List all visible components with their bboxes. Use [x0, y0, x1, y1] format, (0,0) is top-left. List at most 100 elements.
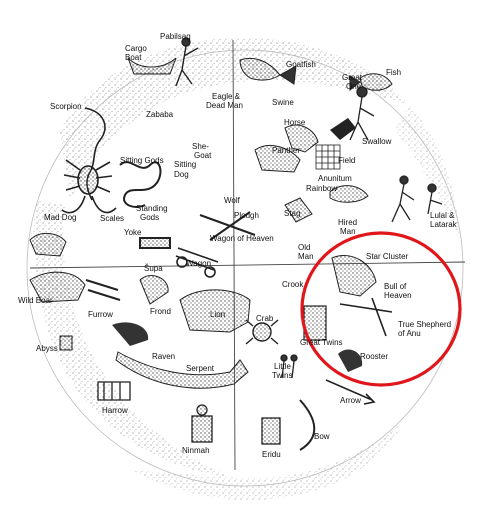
label-little-twins-line1: Little [274, 362, 291, 371]
label-great-one-line2: One [346, 82, 362, 91]
label-yoke: Yoke [124, 228, 142, 237]
label-serpent: Serpent [186, 364, 215, 373]
raven-figure [112, 322, 149, 346]
label-swallow: Swallow [362, 137, 392, 146]
arrow-figure [325, 379, 376, 405]
label-zababa: Zababa [146, 110, 174, 119]
label-goatfish: Goatfish [286, 60, 316, 69]
plough-figure [199, 211, 256, 241]
label-bull-of-heaven-line1: Bull of [384, 282, 407, 291]
abyss-figure [59, 335, 73, 351]
label-dog: Dog [174, 170, 189, 179]
label-frond: Frond [150, 307, 171, 316]
label-panther: Panther [272, 146, 301, 155]
lulal-latarak-figure [391, 175, 443, 223]
label-fish: Fish [386, 68, 402, 77]
label-wild-boar: Wild Boar [18, 296, 53, 305]
label-arrow: Arrow [340, 396, 361, 405]
furrow-figure [85, 279, 121, 301]
wild-boar-figure [29, 271, 86, 303]
label-true-shepherd-line2: of Anu [398, 329, 421, 338]
label-sitting: Sitting [174, 160, 197, 169]
bull-of-heaven-figure [331, 254, 377, 297]
highlight-circle [300, 231, 462, 387]
wagon-figure [175, 247, 219, 278]
label-anunitum: Anunitum [318, 174, 352, 183]
label-field: Field [338, 156, 356, 165]
lion-figure [179, 289, 251, 333]
label-hired-man-line1: Hired [338, 218, 358, 227]
serpent-figure [115, 351, 249, 389]
label-true-shepherd-line1: True Shepherd [398, 320, 452, 329]
label-ninmah: Ninmah [182, 446, 210, 455]
goatfish-figure [239, 57, 297, 85]
label-wagon-of-heaven: Wagon of Heaven [210, 234, 274, 243]
label-pabilsag: Pabilsag [160, 32, 191, 41]
scorpion-figure [61, 107, 117, 214]
label-standing-gods-line2: Gods [140, 213, 160, 222]
fish-figure [349, 73, 393, 92]
label-standing-gods-line1: Standing [136, 204, 168, 213]
label-plough: Plough [234, 211, 259, 220]
label-crook: Crook [282, 280, 304, 289]
label-great-twins: Great Twins [300, 338, 343, 347]
bow-figure [299, 399, 316, 451]
label-stag: Stag [284, 209, 301, 218]
label-lulal-latarak-line2: Latarak [430, 220, 457, 229]
label-supa: Šupa [144, 264, 163, 273]
label-lulal-latarak-line1: Lulal & [430, 211, 455, 220]
label-abyss: Abyss [36, 344, 58, 353]
label-sitting-gods: Sitting Gods [120, 156, 164, 165]
label-little-twins-line2: Twins [272, 371, 293, 380]
label-wagon: Wagon [186, 259, 212, 268]
little-twins-figure [280, 354, 298, 379]
label-bow: Bow [314, 432, 330, 441]
label-old-man-line1: Old [298, 243, 311, 252]
harrow-figure [97, 381, 131, 401]
label-eagle-dead-man-line1: Eagle & [212, 92, 241, 101]
anunitum-figure [329, 185, 369, 203]
stag-figure [284, 197, 313, 223]
stippled-ring [33, 37, 460, 500]
panther-figure [254, 145, 301, 173]
label-wolf: Wolf [224, 196, 240, 205]
quadrant-lines [29, 39, 466, 471]
label-rooster: Rooster [360, 352, 389, 361]
pabilsag-figure [175, 37, 199, 87]
label-rainbow: Rainbow [306, 184, 338, 193]
label-swine: Swine [272, 98, 294, 107]
true-shepherd-figure [339, 297, 393, 337]
label-raven: Raven [152, 352, 176, 361]
outer-circle [26, 49, 464, 487]
label-bull-of-heaven-line2: Heaven [384, 291, 412, 300]
label-mad-dog: Mad Dog [44, 213, 77, 222]
rooster-figure [338, 349, 363, 372]
label-horse: Horse [284, 118, 306, 127]
label-star-cluster: Star Cluster [366, 252, 409, 261]
label-old-man-line2: Man [298, 252, 314, 261]
great-one-figure [349, 86, 375, 141]
eridu-figure [261, 417, 281, 445]
label-hired-man-line2: Man [340, 227, 356, 236]
label-she-goat-line2: Goat [194, 151, 212, 160]
ninmah-figure [191, 404, 213, 443]
label-furrow: Furrow [88, 310, 113, 319]
horse-figure [284, 124, 319, 153]
yoke-figure [139, 237, 171, 249]
label-cargo-boat-line1: Cargo [125, 44, 147, 53]
label-eagle-dead-man-line2: Dead Man [206, 101, 243, 110]
crab-figure [245, 319, 279, 345]
label-lion: Lion [210, 310, 226, 319]
cargo-boat-figure [127, 57, 177, 75]
label-eridu: Eridu [262, 450, 281, 459]
label-scorpion: Scorpion [50, 102, 82, 111]
frond-figure [139, 275, 169, 305]
label-great-one-line1: Great [342, 73, 363, 82]
label-scales: Scales [100, 214, 125, 223]
mad-dog-figure [29, 233, 67, 257]
label-harrow: Harrow [102, 406, 128, 415]
swallow-figure [330, 118, 356, 140]
label-she-goat-line1: She- [192, 142, 209, 151]
